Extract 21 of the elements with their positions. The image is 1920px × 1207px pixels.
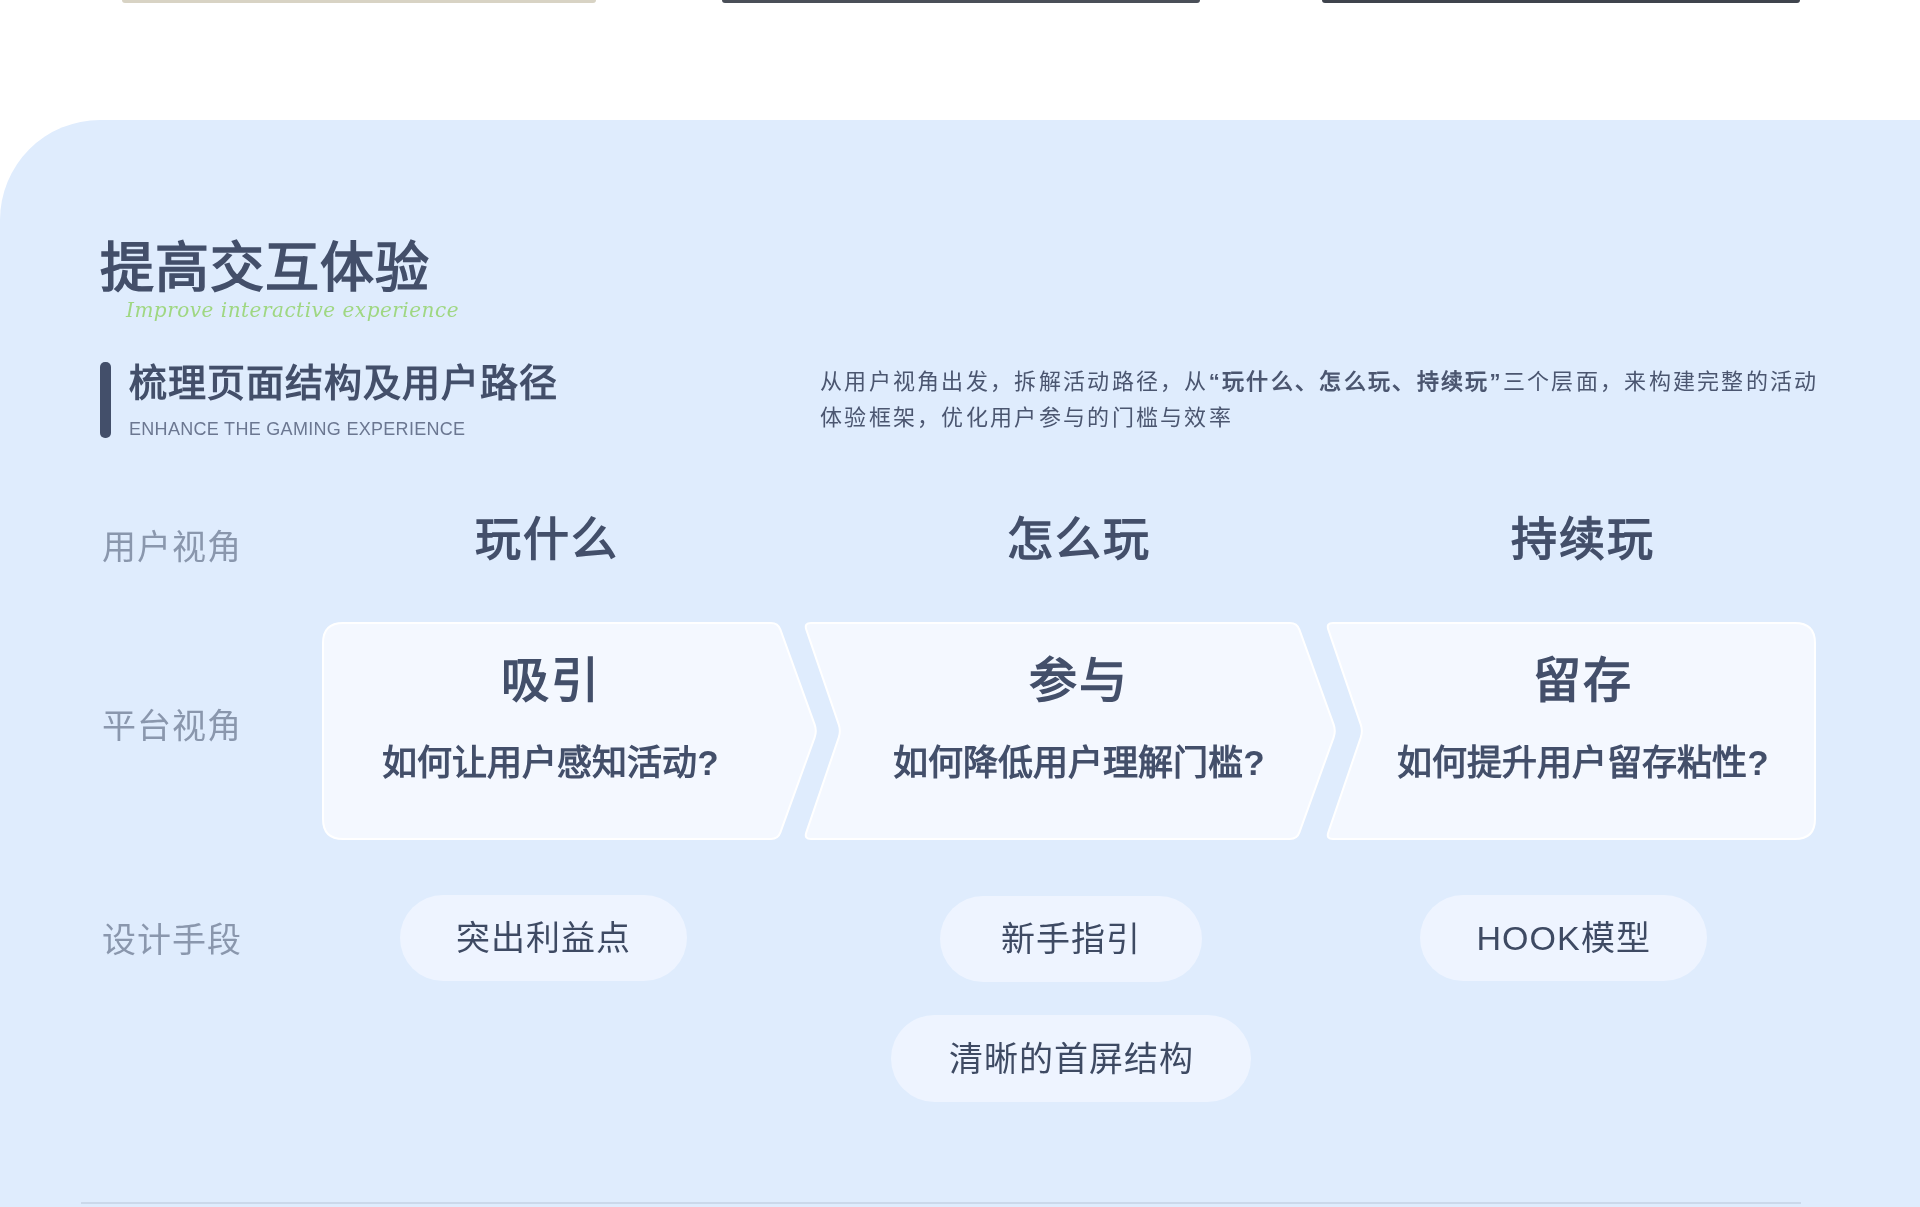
- column-header: 怎么玩: [1007, 512, 1151, 566]
- page-title: 提高交互体验: [100, 238, 430, 298]
- stage-title: 吸引: [499, 653, 602, 709]
- row-label: 平台视角: [102, 706, 242, 746]
- row-label: 用户视角: [102, 527, 242, 567]
- method-tag: 突出利益点: [400, 895, 687, 981]
- column-header: 持续玩: [1511, 512, 1655, 566]
- method-tag: 清晰的首屏结构: [891, 1015, 1251, 1102]
- stage-question: 如何降低用户理解门槛?: [892, 742, 1266, 784]
- stage-title: 留存: [1532, 653, 1634, 709]
- stage-question: 如何提升用户留存粘性?: [1396, 742, 1770, 784]
- script-subtitle: Improve interactive experience: [126, 298, 459, 322]
- description-text: 从用户视角出发，拆解活动路径，从“玩什么、怎么玩、持续玩”三个层面，来构建完整的活动体验框架，优化用户参与的门槛与效率: [820, 368, 1820, 432]
- stage-question: 如何让用户感知活动?: [381, 742, 720, 784]
- row-label: 设计手段: [102, 920, 242, 960]
- section-subheading: ENHANCE THE GAMING EXPERIENCE: [129, 418, 466, 440]
- method-tag: HOOK模型: [1420, 895, 1707, 981]
- stage-title: 参与: [1028, 653, 1130, 709]
- method-tag: 新手指引: [940, 896, 1202, 982]
- column-header: 玩什么: [475, 512, 619, 566]
- section-heading: 梳理页面结构及用户路径: [129, 361, 558, 405]
